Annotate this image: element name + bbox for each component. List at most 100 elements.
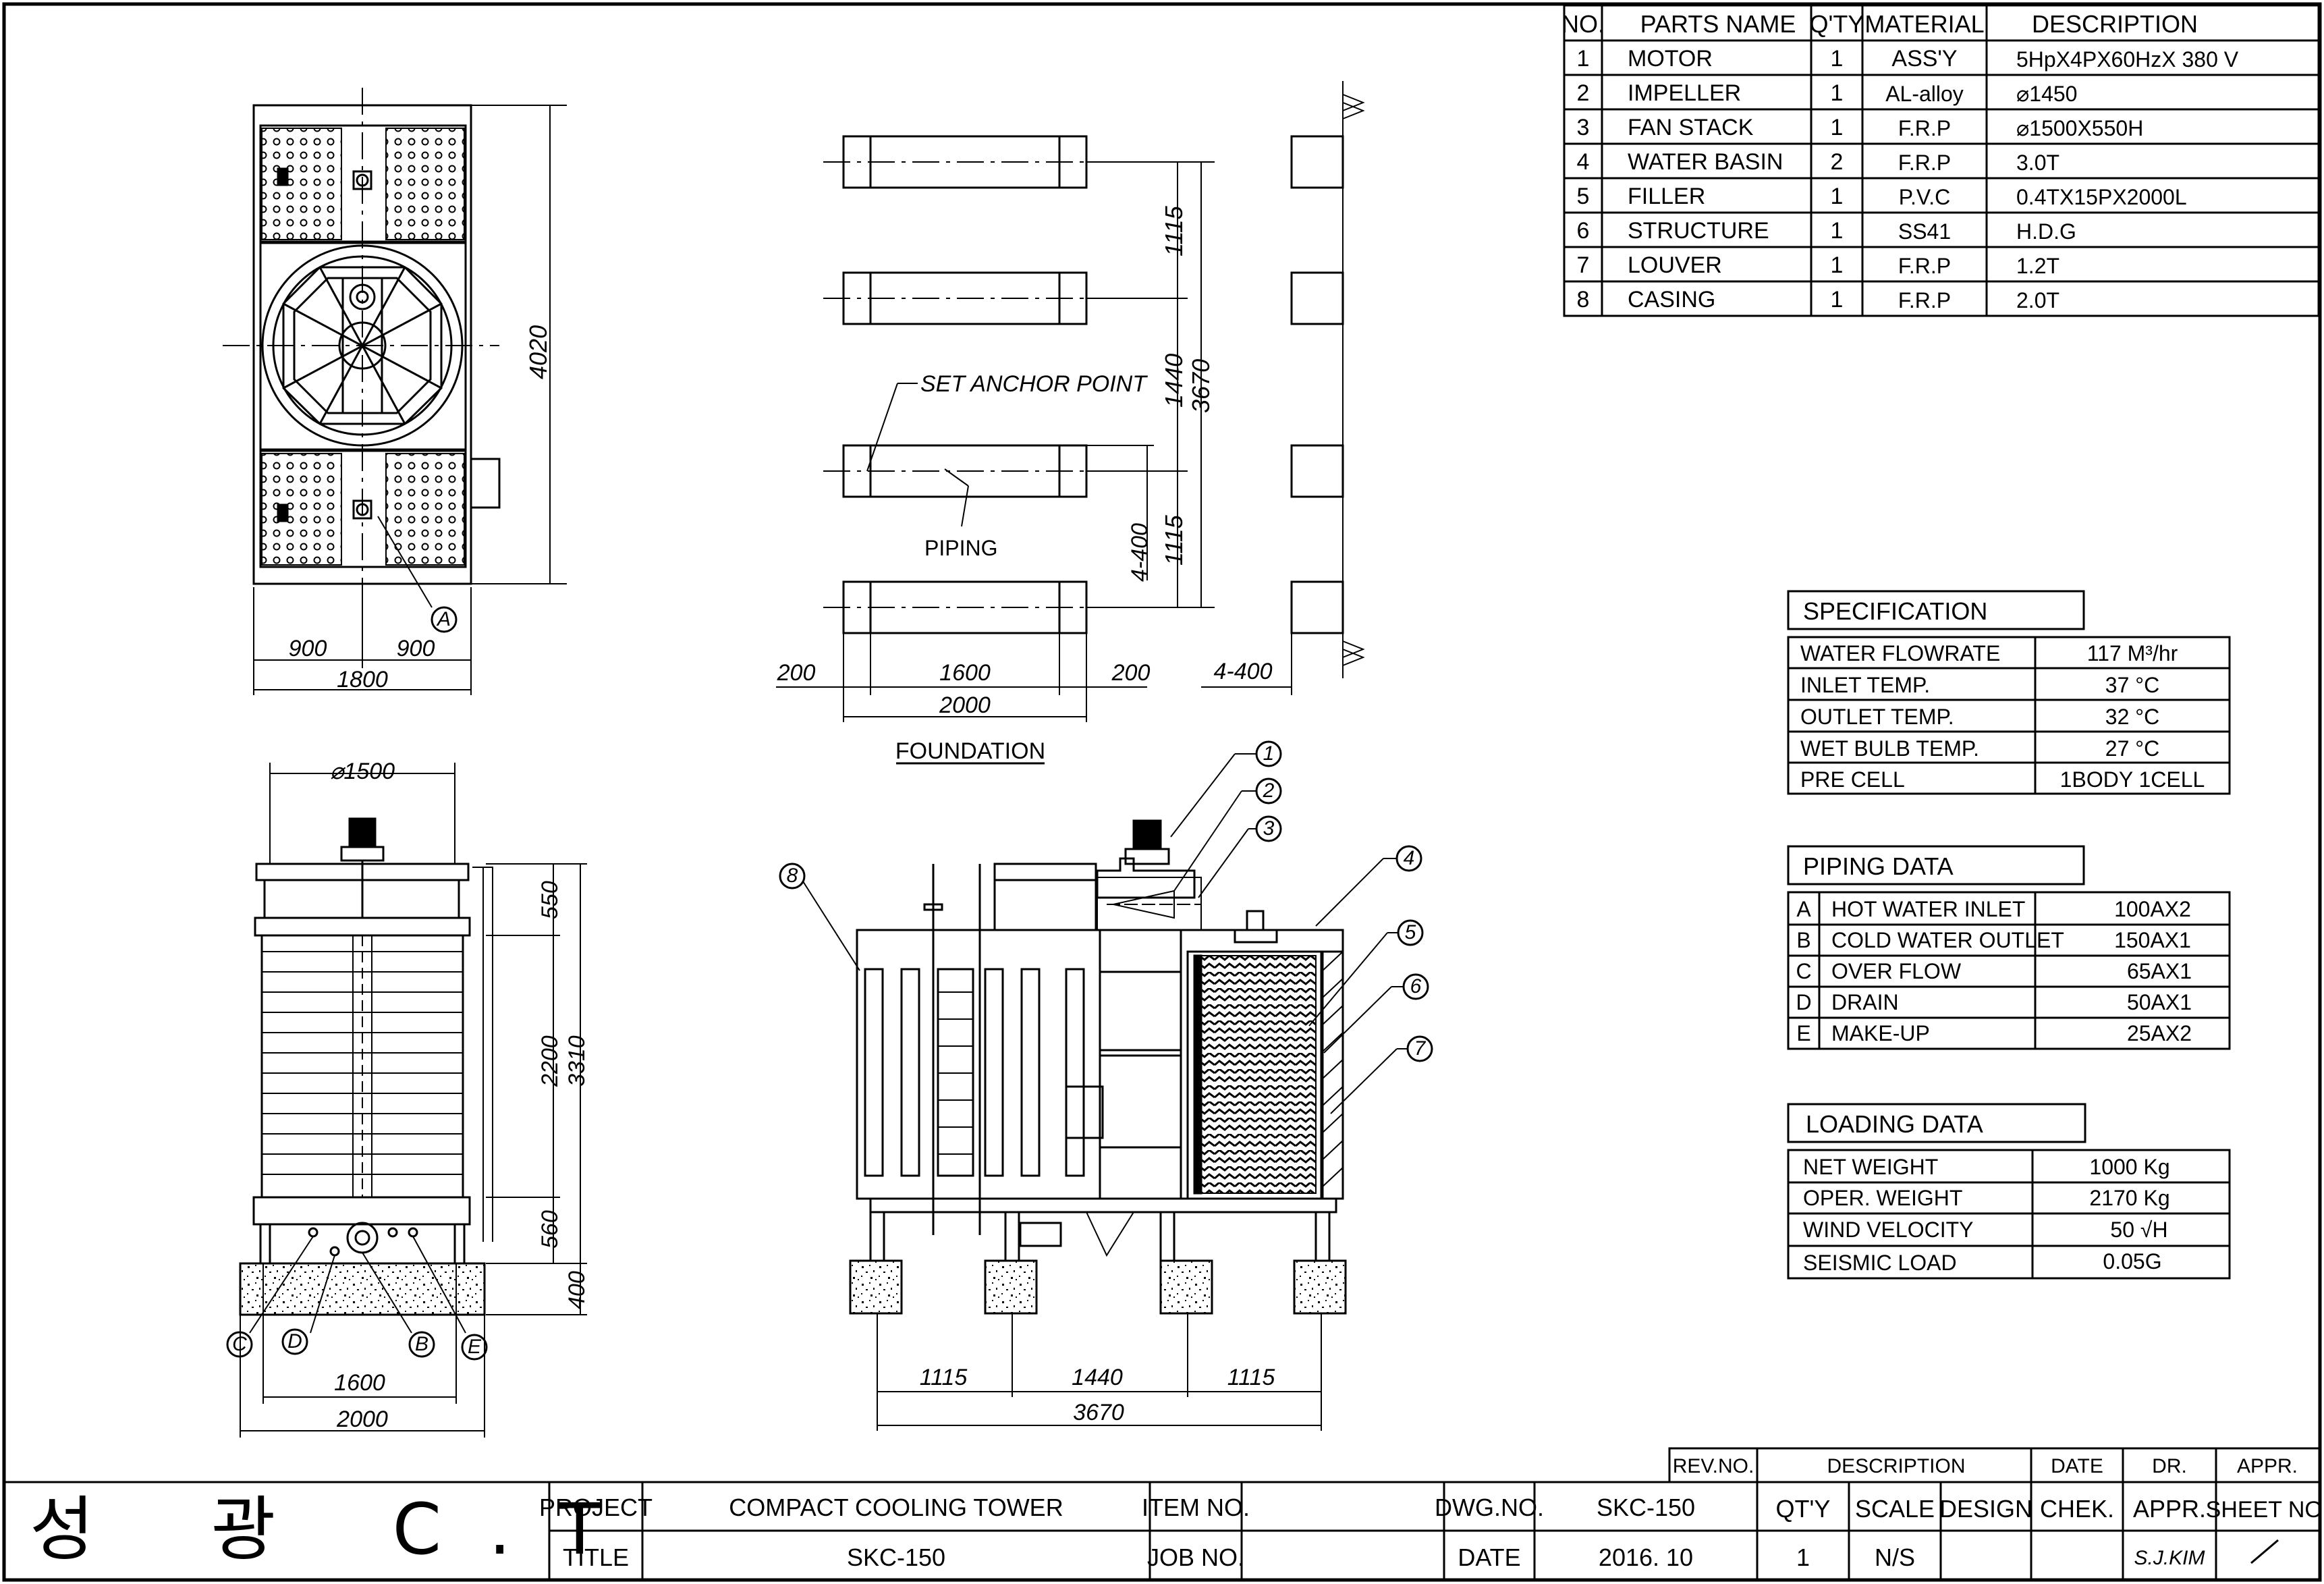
parts-row-description: 2.0T [2016, 288, 2060, 312]
parts-row-name: STRUCTURE [1628, 218, 1769, 244]
foundation-dim-v3: 1115 [1160, 515, 1188, 566]
piping-value: 65AX1 [2126, 959, 2192, 983]
piping-key: E [1796, 1021, 1811, 1045]
foundation-dim-v1: 1115 [1160, 206, 1188, 256]
front-dim-fan-h: 550 [537, 881, 563, 919]
callout-6: 6 [1410, 975, 1422, 998]
side-dim-d1: 1115 [919, 1365, 968, 1390]
loading-label: WIND VELOCITY [1803, 1218, 1974, 1242]
parts-row-material: F.R.P [1898, 254, 1952, 278]
plan-dim-width: 1800 [337, 667, 388, 692]
parts-row-qty: 1 [1830, 287, 1844, 312]
front-dim-body-h: 2200 [537, 1035, 563, 1087]
parts-row-name: IMPELLER [1628, 80, 1742, 106]
specification-title: SPECIFICATION [1803, 597, 1988, 625]
parts-row-qty: 1 [1830, 115, 1844, 140]
foundation-dim-total: 3670 [1187, 358, 1215, 413]
front-dim-base-h: 400 [564, 1271, 590, 1309]
spec-value: 1BODY 1CELL [2059, 767, 2205, 792]
parts-row-material: ASS'Y [1891, 46, 1958, 72]
item-no-label: ITEM NO. [1142, 1494, 1250, 1521]
company-logo: 성 광 C.T [30, 1488, 648, 1571]
foundation-dim-right: 200 [1111, 660, 1151, 686]
parts-row-description: ⌀1500X550H [2016, 116, 2144, 140]
piping-value: 100AX2 [2114, 897, 2191, 921]
parts-row-no: 8 [1576, 287, 1590, 312]
loading-value: 0.05G [2103, 1249, 2162, 1274]
parts-row-name: FILLER [1628, 184, 1706, 209]
front-dim-total-h: 3310 [564, 1035, 590, 1087]
parts-row-qty: 1 [1830, 80, 1844, 106]
rev-appr-label: APPR. [2236, 1455, 2298, 1477]
parts-header-material: MATERIAL [1864, 10, 1985, 38]
loading-value: 50 √H [2110, 1218, 2168, 1242]
parts-row-description: H.D.G [2016, 219, 2076, 244]
spec-label: INLET TEMP. [1800, 673, 1931, 697]
parts-row-material: F.R.P [1898, 116, 1952, 140]
spec-value: 27 °C [2105, 736, 2160, 761]
callout-b: B [414, 1333, 429, 1355]
parts-row-qty: 1 [1830, 252, 1844, 278]
loading-value: 1000 Kg [2089, 1155, 2170, 1179]
foundation-title: FOUNDATION [895, 738, 1046, 764]
date-value: 2016. 10 [1598, 1544, 1694, 1571]
callout-4: 4 [1403, 847, 1415, 869]
design-label: DESIGN [1939, 1495, 2033, 1523]
parts-row-name: CASING [1628, 287, 1716, 312]
rev-description-label: DESCRIPTION [1827, 1455, 1966, 1477]
foundation-view [776, 135, 1215, 765]
front-dim-inner-w: 1600 [334, 1370, 385, 1396]
qty-label: QT'Y [1775, 1495, 1831, 1523]
parts-row-material: SS41 [1898, 219, 1952, 244]
callout-8: 8 [786, 865, 798, 887]
parts-row-qty: 1 [1830, 184, 1844, 209]
parts-row-material: F.R.P [1898, 151, 1952, 175]
parts-row-no: 4 [1576, 149, 1590, 175]
piping-value: 25AX2 [2126, 1021, 2192, 1045]
parts-row-material: F.R.P [1898, 288, 1952, 312]
side-dim-total: 3670 [1073, 1400, 1124, 1425]
plan-dim-half-left: 900 [288, 636, 327, 661]
spec-label: WET BULB TEMP. [1800, 736, 1979, 761]
parts-row-description: 1.2T [2016, 254, 2060, 278]
side-elevation [779, 740, 1433, 1431]
rev-date-label: DATE [2051, 1455, 2103, 1477]
parts-row-description: 5HpX4PX60HzX 380 V [2016, 47, 2239, 72]
project-value: COMPACT COOLING TOWER [729, 1494, 1063, 1521]
side-dim-d2: 1440 [1072, 1365, 1123, 1390]
anchor-label: SET ANCHOR POINT [920, 371, 1146, 397]
foundation-dim-v2: 1440 [1160, 353, 1188, 408]
loading-table-grid [1787, 1103, 2231, 1280]
piping-label: HOT WATER INLET [1831, 897, 2026, 921]
scale-label: SCALE [1854, 1495, 1935, 1523]
front-elevation [226, 763, 587, 1438]
loading-label: OPER. WEIGHT [1803, 1186, 1963, 1210]
chek-label: CHEK. [2039, 1495, 2115, 1523]
parts-row-no: 5 [1576, 184, 1590, 209]
spec-table-grid [1787, 590, 2231, 795]
spec-label: OUTLET TEMP. [1800, 705, 1954, 729]
foundation-dim-left: 200 [777, 660, 816, 686]
parts-row-qty: 1 [1830, 218, 1844, 244]
parts-header-name: PARTS NAME [1640, 10, 1796, 38]
parts-row-name: MOTOR [1628, 46, 1713, 72]
parts-header-description: DESCRIPTION [2031, 10, 2198, 38]
parts-header-no: NO. [1561, 10, 1605, 38]
parts-row-description: ⌀1450 [2016, 82, 2078, 106]
parts-row-no: 7 [1576, 252, 1590, 278]
title-label: TITLE [562, 1544, 630, 1571]
callout-e: E [467, 1336, 482, 1358]
parts-row-name: WATER BASIN [1628, 149, 1783, 175]
side-dim-d3: 1115 [1227, 1365, 1275, 1390]
project-label: PROJECT [538, 1494, 653, 1521]
spec-value: 32 °C [2105, 705, 2160, 729]
parts-row-no: 3 [1576, 115, 1590, 140]
callout-5: 5 [1404, 921, 1416, 944]
parts-row-no: 6 [1576, 218, 1590, 244]
loading-data-title: LOADING DATA [1806, 1110, 1983, 1138]
sheet-no-label: SHEET NO. [2205, 1497, 2324, 1523]
dwg-no-label: DWG.NO. [1435, 1494, 1544, 1521]
piping-table-grid [1787, 845, 2231, 1050]
